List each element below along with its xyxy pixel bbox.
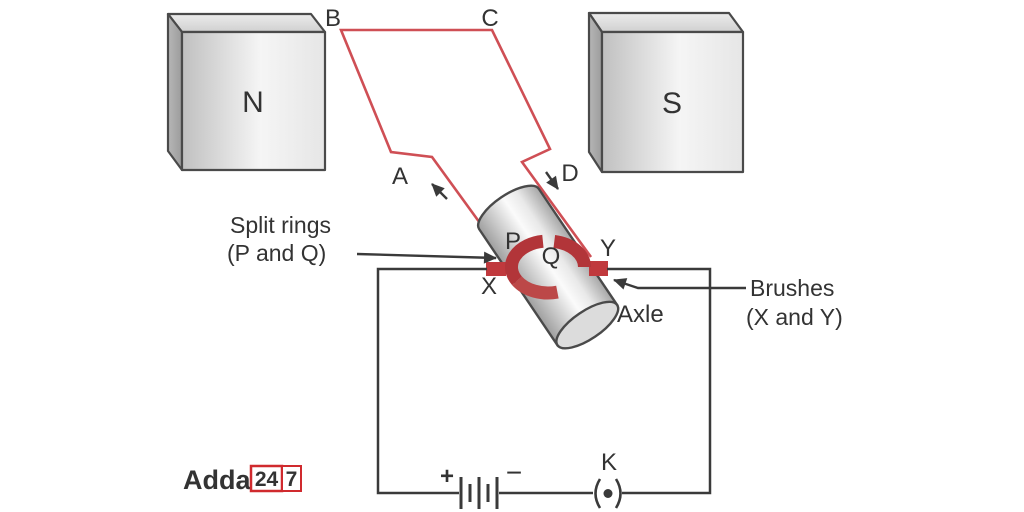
key-icon <box>594 478 622 509</box>
n-magnet-front-face <box>180 30 327 172</box>
key-label: K <box>601 449 617 476</box>
n-pole-label: N <box>242 86 264 119</box>
adda247-logo: Adda 24 7 <box>183 464 302 495</box>
coil-corner-a-label: A <box>392 163 408 190</box>
battery-negative-sign: − <box>506 457 522 488</box>
split-rings-callout-line2: (P and Q) <box>227 240 326 266</box>
axle-body <box>476 184 619 347</box>
circuit-wire-right <box>607 267 712 495</box>
s-pole-label: S <box>662 87 682 120</box>
logo-24-text: 24 <box>255 468 279 491</box>
split-ring-bottom-arc <box>512 276 559 300</box>
s-magnet-front-face <box>600 30 745 174</box>
logo-box-7 <box>281 465 302 492</box>
s-magnet <box>587 11 745 174</box>
brush-x-label: X <box>481 273 497 300</box>
coil-corner-c-label: C <box>481 5 498 32</box>
split-rings-callout-line1: Split rings <box>230 212 331 238</box>
axle-cylinder <box>476 184 620 350</box>
current-arrow-cd-icon <box>545 171 559 190</box>
n-magnet <box>166 12 327 172</box>
brushes-callout-line1: Brushes <box>750 275 834 301</box>
split-ring-q-arc <box>553 234 591 268</box>
key-left-arc <box>594 478 602 509</box>
ring-q-label: Q <box>542 243 561 270</box>
key-right-arc <box>614 478 622 509</box>
logo-7-text: 7 <box>286 468 298 491</box>
brush-y-label: Y <box>600 235 616 262</box>
brush-x <box>486 262 506 276</box>
armature-coil-wire <box>339 28 593 258</box>
s-magnet-top-face <box>587 11 745 34</box>
key-dot <box>603 489 613 498</box>
brush-y <box>589 261 608 276</box>
split-rings-pointer-line <box>356 251 497 264</box>
circuit-wire-left <box>376 267 487 495</box>
battery-positive-sign: + <box>440 463 454 490</box>
current-arrow-ab-icon <box>431 183 448 200</box>
s-magnet-side-face <box>587 11 604 174</box>
coil-corner-d-label: D <box>561 160 578 187</box>
split-ring-p-arc <box>504 234 544 286</box>
axle-label: Axle <box>617 301 664 328</box>
brushes-callout-line2: (X and Y) <box>746 304 843 330</box>
brushes-pointer-line <box>613 278 746 290</box>
n-magnet-top-face <box>166 12 327 34</box>
axle-end-face <box>555 300 620 350</box>
battery-icon <box>459 477 499 509</box>
coil-corner-b-label: B <box>325 5 341 32</box>
logo-word: Adda <box>183 465 251 495</box>
n-magnet-side-face <box>166 12 184 172</box>
ring-p-label: P <box>505 228 521 255</box>
